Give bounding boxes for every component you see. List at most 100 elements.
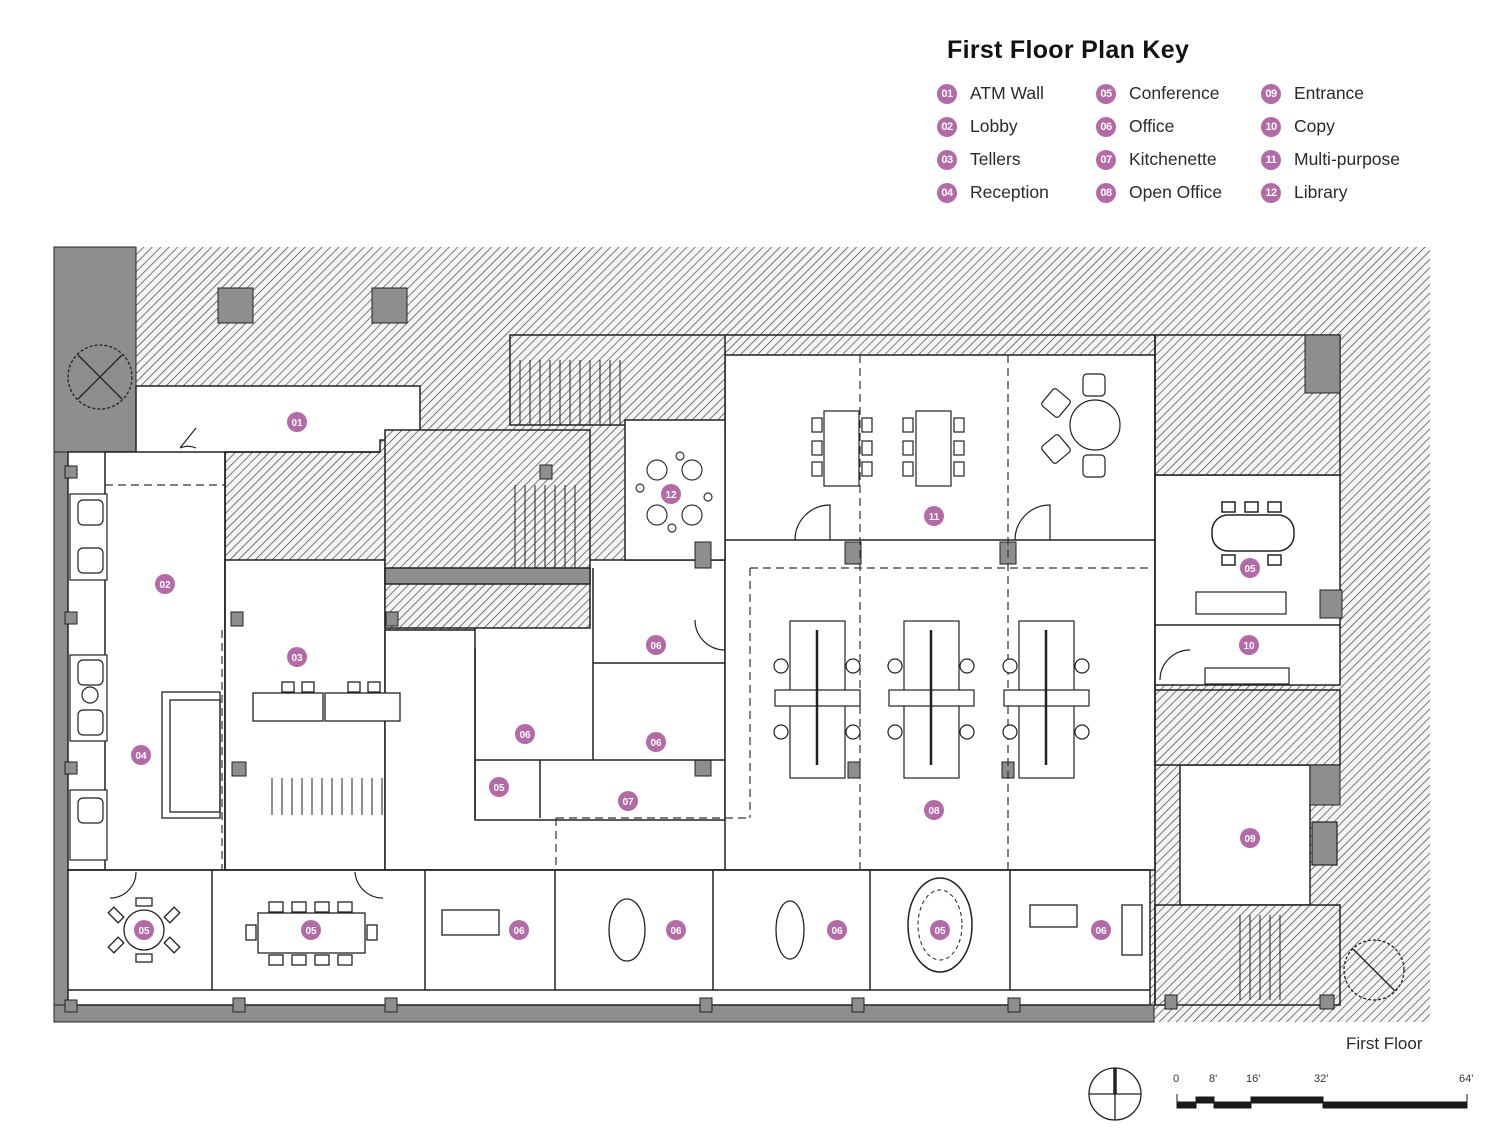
key-label: Kitchenette	[1129, 149, 1217, 169]
room-tag-lobby: 02	[155, 574, 175, 594]
svg-text:08: 08	[928, 806, 940, 817]
workstations	[773, 620, 1090, 779]
teller-desks	[252, 681, 401, 722]
room-tag-open-office: 08	[924, 800, 944, 820]
key-item-conference: 05 Conference	[1096, 83, 1219, 104]
svg-text:09: 09	[1244, 834, 1256, 845]
room-tag-multi-purpose: 11	[924, 506, 944, 526]
lobby-seating	[69, 493, 108, 861]
svg-text:04: 04	[135, 751, 147, 762]
room-badge: 05	[1096, 83, 1116, 104]
scale-tick-16: 16'	[1246, 1073, 1261, 1085]
room-tag-entrance: 09	[1240, 828, 1260, 848]
south-office-furniture	[441, 898, 1143, 962]
room-badge: 12	[1261, 182, 1281, 203]
room-tag-office-b: 06	[646, 635, 666, 655]
scale-tick-64: 64'	[1459, 1073, 1474, 1085]
key-item-office: 06 Office	[1096, 116, 1174, 137]
room-tag-atm-wall: 01	[287, 412, 307, 432]
room-tag-office-c: 06	[646, 732, 666, 752]
svg-text:07: 07	[622, 797, 634, 808]
room-badge: 07	[1096, 149, 1116, 170]
svg-text:06: 06	[831, 926, 843, 937]
scale-tick-32: 32'	[1314, 1073, 1329, 1085]
scale-bar	[1176, 1094, 1468, 1109]
svg-text:12: 12	[665, 490, 677, 501]
room-tag-office-a: 06	[515, 724, 535, 744]
svg-text:05: 05	[138, 926, 150, 937]
key-item-multi-purpose: 11 Multi-purpose	[1261, 149, 1400, 170]
key-label: ATM Wall	[970, 83, 1044, 103]
room-badge: 08	[1096, 182, 1116, 203]
room-tag-tellers: 03	[287, 647, 307, 667]
room-tag-conference-east: 05	[1240, 558, 1260, 578]
key-item-entrance: 09 Entrance	[1261, 83, 1364, 104]
north-arrow-icon	[1088, 1067, 1142, 1121]
room-tag-conference-round: 05	[134, 920, 154, 940]
doors[interactable]	[109, 427, 1191, 899]
key-label: Multi-purpose	[1294, 149, 1401, 169]
room-badge: 11	[1261, 149, 1281, 170]
key-label: Lobby	[970, 116, 1018, 136]
room-badge: 09	[1261, 83, 1281, 104]
svg-text:06: 06	[513, 926, 525, 937]
svg-text:06: 06	[650, 641, 662, 652]
key-label: Open Office	[1129, 182, 1223, 202]
svg-text:03: 03	[291, 653, 303, 664]
room-tag-conference-small: 05	[489, 777, 509, 797]
room-tag-conference-oval: 05	[930, 920, 950, 940]
plan-caption: First Floor	[1346, 1034, 1423, 1053]
svg-text:05: 05	[1244, 564, 1256, 575]
room-badge: 06	[1096, 116, 1116, 137]
scale-tick-8: 8'	[1209, 1073, 1218, 1085]
key-label: Office	[1129, 116, 1175, 136]
key-title: First Floor Plan Key	[947, 36, 1190, 64]
room-tag-kitchenette: 07	[618, 791, 638, 811]
stair-treads	[271, 360, 1281, 1000]
svg-text:06: 06	[1095, 926, 1107, 937]
key-item-copy: 10 Copy	[1261, 116, 1335, 137]
long-conference-table	[245, 901, 378, 966]
room-badge: 02	[937, 116, 957, 137]
scale-tick-0: 0	[1173, 1073, 1180, 1085]
key-item-atm-wall: 01 ATM Wall	[937, 83, 1044, 104]
room-badge: 01	[937, 83, 957, 104]
key-item-library: 12 Library	[1261, 182, 1348, 203]
dashed-boundaries	[104, 354, 1150, 870]
key-label: Library	[1294, 182, 1348, 202]
room-tag-office-g: 06	[1091, 920, 1111, 940]
svg-text:01: 01	[291, 418, 303, 429]
room-tags: 01 02 03 04 05 07 06 06 06 12 11 05 10 0…	[131, 412, 1260, 940]
key-label: Copy	[1294, 116, 1335, 136]
stair-core	[384, 334, 1341, 1006]
revolving-doors	[67, 344, 1405, 1001]
library-furniture	[635, 451, 713, 533]
svg-text:05: 05	[934, 926, 946, 937]
key-label: Conference	[1129, 83, 1220, 103]
svg-text:11: 11	[929, 512, 940, 523]
svg-text:06: 06	[670, 926, 682, 937]
room-badge: 10	[1261, 116, 1281, 137]
key-item-reception: 04 Reception	[937, 182, 1049, 203]
key-item-tellers: 03 Tellers	[937, 149, 1021, 170]
partitions	[68, 334, 1340, 1005]
svg-text:10: 10	[1243, 641, 1255, 652]
svg-text:06: 06	[519, 730, 531, 741]
multipurpose-furniture	[811, 373, 1121, 487]
east-conference-table	[1211, 501, 1295, 566]
key-item-open-office: 08 Open Office	[1096, 182, 1222, 203]
reception-desk	[161, 691, 221, 819]
room-tag-library: 12	[661, 484, 681, 504]
key-label: Entrance	[1294, 83, 1365, 103]
key-label: Tellers	[970, 149, 1021, 169]
room-tag-reception: 04	[131, 745, 151, 765]
svg-text:05: 05	[305, 926, 317, 937]
room-tag-office-e: 06	[666, 920, 686, 940]
exterior-wall-left	[53, 246, 1155, 1023]
room-badge: 04	[937, 182, 957, 203]
key-label: Reception	[970, 182, 1049, 202]
room-badge: 03	[937, 149, 957, 170]
room-tag-office-d: 06	[509, 920, 529, 940]
